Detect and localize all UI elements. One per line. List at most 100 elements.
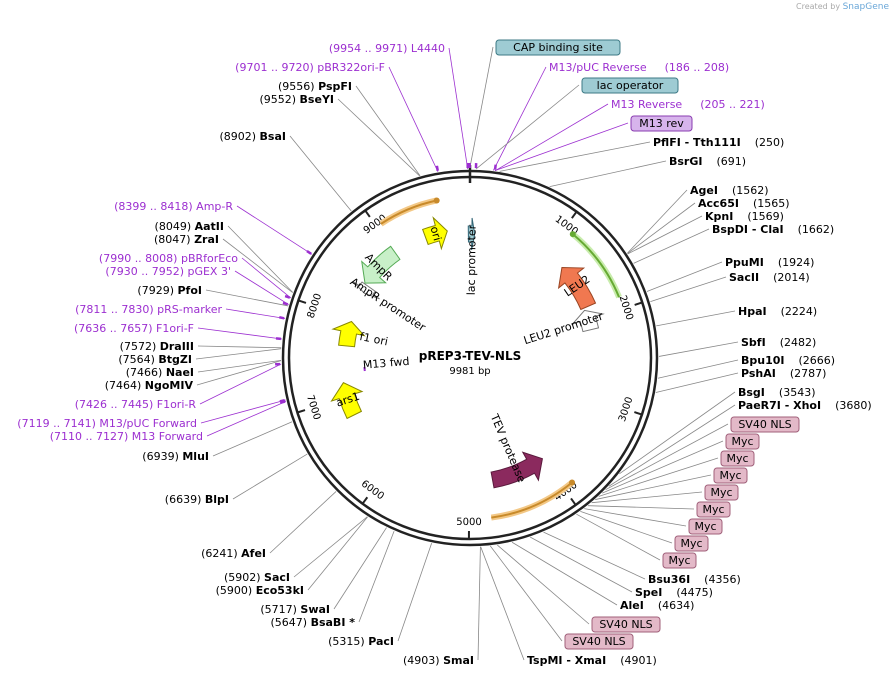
label-m13puc-reverse: M13/pUC Reverse (186 .. 208): [549, 61, 729, 74]
label-sv40-nls-1-leader: [605, 423, 729, 491]
label-sv40-nls-2: SV40 NLS: [591, 616, 661, 633]
label-paer7i-xhoi-enzyme: PaeR7I - XhoI: [738, 399, 821, 412]
label-bsu36i: Bsu36I(4356): [648, 573, 741, 586]
label-pfoi-enzyme: PfoI: [178, 284, 203, 297]
label-myc-8: Myc: [662, 552, 697, 569]
label-ngomiv-text: (7464) NgoMIV: [105, 379, 194, 392]
label-myc-6-box: [688, 518, 723, 535]
label-m13-reverse-text: M13 Reverse (205 .. 221): [611, 98, 765, 111]
label-bsrgi-position: (691): [716, 155, 746, 168]
label-lac-operator: lac operator: [581, 77, 679, 94]
label-acc65i-leader: [627, 202, 696, 254]
label-btgzi-position: (7564): [118, 353, 158, 366]
label-bsai: (8902) BsaI: [219, 130, 286, 143]
label-blpi-leader: [232, 453, 308, 500]
label-agei: AgeI(1562): [690, 184, 769, 197]
label-ppumi-enzyme: PpuMI: [725, 256, 764, 269]
label-smai-text: (4903) SmaI: [403, 654, 474, 667]
label-pgex3-text: (7930 .. 7952) pGEX 3': [105, 265, 231, 278]
label-amp-r-leader: [236, 205, 313, 255]
label-l4440-name: (9954 .. 9971) L4440: [329, 42, 445, 55]
plasmid-size: 9981 bp: [449, 366, 490, 377]
label-aatii-enzyme: AatII: [195, 220, 224, 233]
label-m13-reverse-range: (205 .. 221): [700, 98, 765, 111]
label-smai-position: (4903): [403, 654, 443, 667]
label-m13puc-reverse-range: (186 .. 208): [665, 61, 730, 74]
tick-label-8000: 8000: [306, 292, 325, 320]
label-hpai-leader: [656, 310, 736, 327]
label-pbr322ori-f-text: (9701 .. 9720) pBR322ori-F: [235, 61, 385, 74]
feature-LEU2: [557, 266, 597, 311]
label-myc-7-box: [674, 535, 709, 552]
label-draiii-leader: [197, 345, 282, 349]
label-kpni: KpnI(1569): [705, 210, 784, 223]
f1ori-f-mark: [275, 337, 282, 341]
tick-label-3000: 3000: [617, 396, 635, 424]
label-acc65i-enzyme: Acc65I: [698, 197, 739, 210]
label-acc65i-position: (1565): [753, 197, 790, 210]
tick-mark-9000: [364, 209, 371, 218]
label-myc-5-leader: [587, 505, 695, 510]
label-btgzi-leader: [195, 348, 282, 360]
label-tspmi-xmai-position: (4901): [620, 654, 657, 667]
label-sbfi-enzyme: SbfI: [741, 336, 766, 349]
label-myc-4-text: Myc: [710, 486, 732, 499]
label-bseyi-enzyme: BseYI: [300, 93, 334, 106]
label-m13puc-reverse-name: M13/pUC Reverse: [549, 61, 647, 74]
label-m13puc-reverse-leader: [493, 66, 547, 171]
label-prs-marker: (7811 .. 7830) pRS-marker: [75, 303, 222, 316]
label-bseyi-text: (9552) BseYI: [259, 93, 334, 106]
label-prs-marker-leader: [225, 308, 286, 319]
label-lac-operator-text: lac operator: [597, 79, 664, 92]
label-bsu36i-enzyme: Bsu36I: [648, 573, 690, 586]
label-bpu10i-enzyme: Bpu10I: [741, 354, 785, 367]
label-pshai-enzyme: PshAI: [741, 367, 776, 380]
label-myc-8-leader: [576, 513, 661, 561]
outer-arc-orf-head: [569, 479, 576, 486]
label-agei-position: (1562): [732, 184, 769, 197]
label-bsabi-leader: [358, 530, 395, 623]
tick-mark-3000: [634, 411, 643, 416]
label-pflfi-tth111i-enzyme: PflFI - Tth111I: [653, 136, 741, 149]
label-pspfi-position: (9556): [278, 80, 318, 93]
label-swai-position: (5717): [260, 603, 300, 616]
label-myc-7-text: Myc: [680, 537, 702, 550]
label-sv40-nls-2-text: SV40 NLS: [599, 618, 652, 631]
label-m13-reverse-name: M13 Reverse: [611, 98, 682, 111]
outer-arc-leu2: [572, 233, 621, 298]
label-sbfi-position: (2482): [780, 336, 817, 349]
label-zrai-leader: [222, 238, 293, 293]
feature-label-lac-promoter: lac promoter: [465, 224, 479, 295]
label-alei: AleI(4634): [620, 599, 694, 612]
label-bsabi-position: (5647): [271, 616, 311, 629]
label-myc-8-text: Myc: [668, 554, 690, 567]
label-sv40-nls-3-box: [564, 633, 634, 650]
label-eco53ki-text: (5900) Eco53kI: [216, 584, 304, 597]
label-sv40-nls-3-leader: [489, 545, 563, 642]
feature-lac-promoter: [467, 217, 476, 251]
label-afei-enzyme: AfeI: [241, 547, 266, 560]
label-btgzi-enzyme: BtgZI: [158, 353, 192, 366]
label-naei-enzyme: NaeI: [166, 366, 194, 379]
label-m13-forward: (7110 .. 7127) M13 Forward: [50, 430, 203, 443]
snapgene-logo-text: SnapGene: [842, 2, 889, 12]
label-draiii-position: (7572): [120, 340, 160, 353]
label-bspdi-clai-leader: [633, 228, 710, 264]
label-kpni-position: (1569): [747, 210, 784, 223]
label-f1ori-r: (7426 .. 7445) F1ori-R: [75, 398, 197, 411]
label-smai-enzyme: SmaI: [443, 654, 474, 667]
label-acc65i: Acc65I (1565): [698, 197, 790, 210]
label-pspfi: (9556) PspFI: [278, 80, 352, 93]
label-sacii-position: (2014): [773, 271, 810, 284]
label-paci-text: (5315) PacI: [328, 635, 394, 648]
label-kpni-text: KpnI(1569): [705, 210, 784, 223]
label-bsabi-enzyme: BsaBI *: [311, 616, 356, 629]
label-pshai-leader: [655, 372, 739, 393]
label-myc-3: Myc: [713, 467, 748, 484]
label-blpi-text: (6639) BlpI: [165, 493, 229, 506]
label-amp-r-text: (8399 .. 8418) Amp-R: [114, 200, 233, 213]
label-m13-forward-name: (7110 .. 7127) M13 Forward: [50, 430, 203, 443]
label-mlui-position: (6939): [142, 450, 182, 463]
